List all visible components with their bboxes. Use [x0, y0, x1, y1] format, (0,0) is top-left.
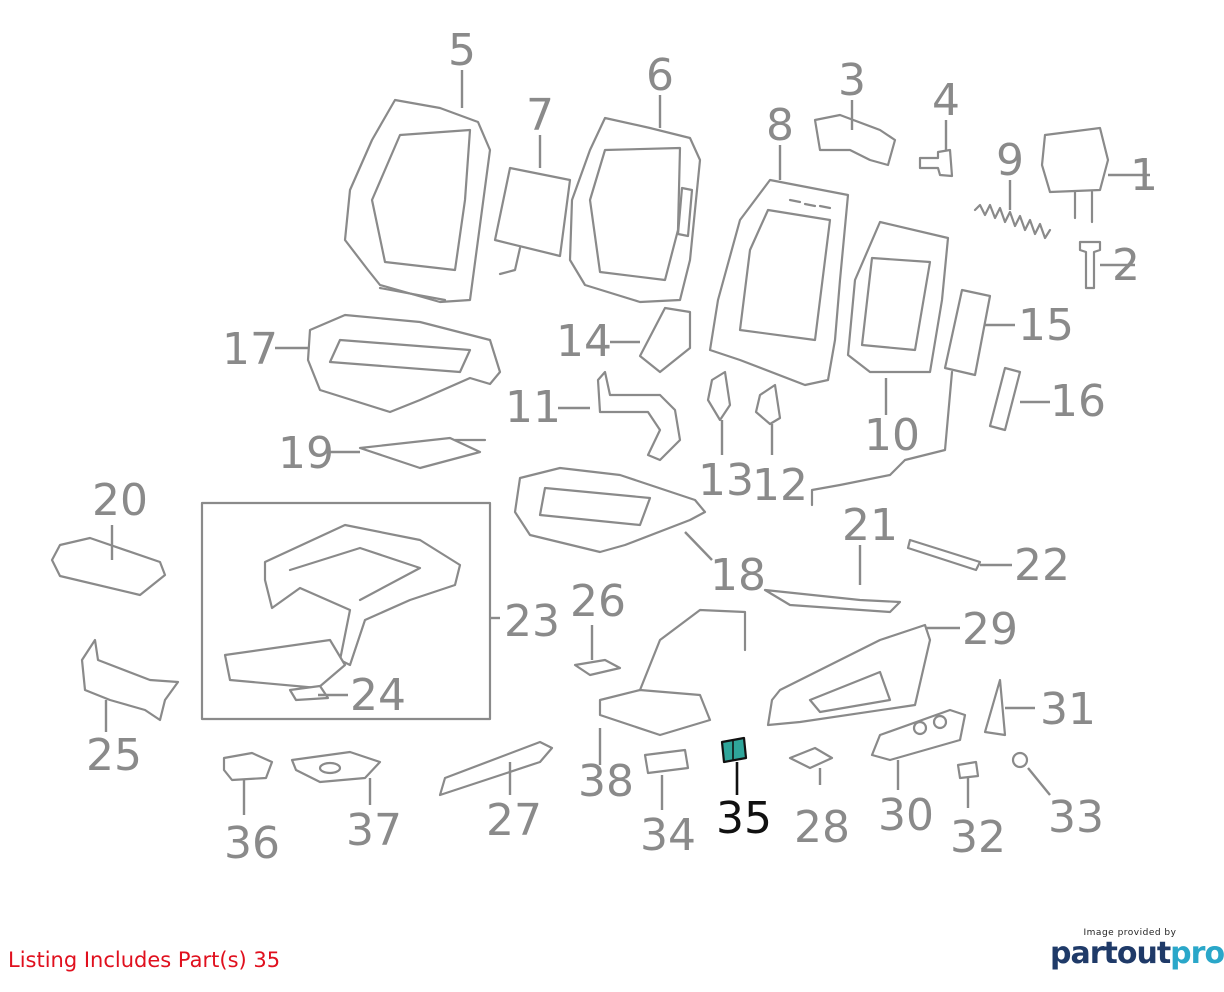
part-14-bracket — [638, 306, 692, 374]
callout-37: 37 — [346, 805, 402, 856]
callout-9: 9 — [996, 135, 1024, 186]
callout-22: 22 — [1014, 540, 1070, 591]
listing-includes-text: Listing Includes Part(s) 35 — [8, 948, 281, 972]
part-24-rail — [288, 684, 330, 702]
callout-24: 24 — [350, 670, 406, 721]
part-7-pad — [493, 166, 572, 276]
part-1-headrest — [1040, 126, 1110, 224]
image-credit: Image provided by partoutpro — [1050, 928, 1224, 971]
callout-34: 34 — [640, 810, 696, 861]
credit-caption: Image provided by — [1083, 928, 1177, 938]
callout-17: 17 — [222, 324, 278, 375]
callout-15: 15 — [1018, 300, 1074, 351]
part-9-spring — [973, 203, 1052, 240]
callout-26: 26 — [570, 576, 626, 627]
callout-14: 14 — [556, 316, 612, 367]
part-3-bracket — [813, 113, 897, 167]
part-18-cushion-pad — [513, 466, 707, 554]
callout-19: 19 — [278, 428, 334, 479]
callout-16: 16 — [1050, 376, 1106, 427]
callout-35: 35 — [716, 793, 772, 844]
callout-12: 12 — [752, 460, 808, 511]
part-34-block — [643, 748, 690, 775]
part-11-lumbar — [596, 370, 682, 462]
part-35-highlighted — [720, 736, 748, 764]
part-30-switch-bezel — [870, 708, 967, 762]
part-4-pin — [918, 148, 954, 178]
part-37-bracket — [290, 750, 382, 784]
part-13-cover — [706, 370, 732, 422]
callout-10: 10 — [864, 410, 920, 461]
part-20-tray — [50, 536, 167, 597]
callout-36: 36 — [224, 818, 280, 869]
callout-2: 2 — [1112, 240, 1140, 291]
logo-part-a: partout — [1050, 936, 1171, 971]
callout-23: 23 — [504, 596, 560, 647]
part-16-trim — [988, 366, 1022, 432]
callout-6: 6 — [646, 50, 674, 101]
callout-5: 5 — [448, 25, 476, 76]
callout-31: 31 — [1040, 684, 1096, 735]
part-19-mat — [358, 436, 487, 470]
part-33-cap — [1011, 751, 1029, 769]
part-26-cap — [573, 658, 622, 677]
part-32-knob — [956, 760, 980, 780]
callout-labels: 1 2 3 4 5 6 7 8 9 10 11 12 13 14 15 16 1… — [86, 25, 1158, 869]
part-25-trim — [80, 638, 180, 722]
callout-3: 3 — [838, 55, 866, 106]
part-15-module — [810, 288, 992, 507]
callout-27: 27 — [486, 795, 542, 846]
leader-lines — [104, 70, 1150, 815]
callout-21: 21 — [842, 500, 898, 551]
part-31-cover — [983, 678, 1007, 737]
callout-13: 13 — [698, 455, 754, 506]
callout-30: 30 — [878, 790, 934, 841]
callout-18: 18 — [710, 550, 766, 601]
callout-20: 20 — [92, 475, 148, 526]
part-22-rod — [906, 538, 982, 572]
callout-1: 1 — [1130, 150, 1158, 201]
part-29-side-shield — [766, 623, 932, 727]
callout-32: 32 — [950, 812, 1006, 863]
callout-4: 4 — [932, 75, 960, 126]
part-23-frame-box — [200, 501, 492, 721]
part-5-seatback-cover — [343, 98, 492, 304]
part-8-frame — [708, 178, 850, 387]
callout-7: 7 — [526, 90, 554, 141]
part-17-cushion-cover — [306, 313, 502, 414]
part-27-trim — [438, 740, 554, 797]
part-10-back-panel — [846, 220, 950, 374]
callout-29: 29 — [962, 604, 1018, 655]
part-2-guide — [1078, 240, 1102, 290]
callout-11: 11 — [505, 382, 561, 433]
part-38-harness — [598, 608, 747, 737]
part-36-block — [222, 751, 274, 782]
part-12-cover — [754, 383, 782, 426]
callout-33: 33 — [1048, 792, 1104, 843]
callout-25: 25 — [86, 730, 142, 781]
part-28-plate — [788, 746, 834, 770]
part-21-spring-assembly — [763, 588, 902, 614]
callout-38: 38 — [578, 756, 634, 807]
logo-part-b: pro — [1170, 936, 1224, 971]
callout-28: 28 — [794, 802, 850, 853]
part-6-seatback-pad — [568, 116, 702, 304]
partoutpro-logo: partoutpro — [1050, 936, 1224, 971]
callout-8: 8 — [766, 100, 794, 151]
